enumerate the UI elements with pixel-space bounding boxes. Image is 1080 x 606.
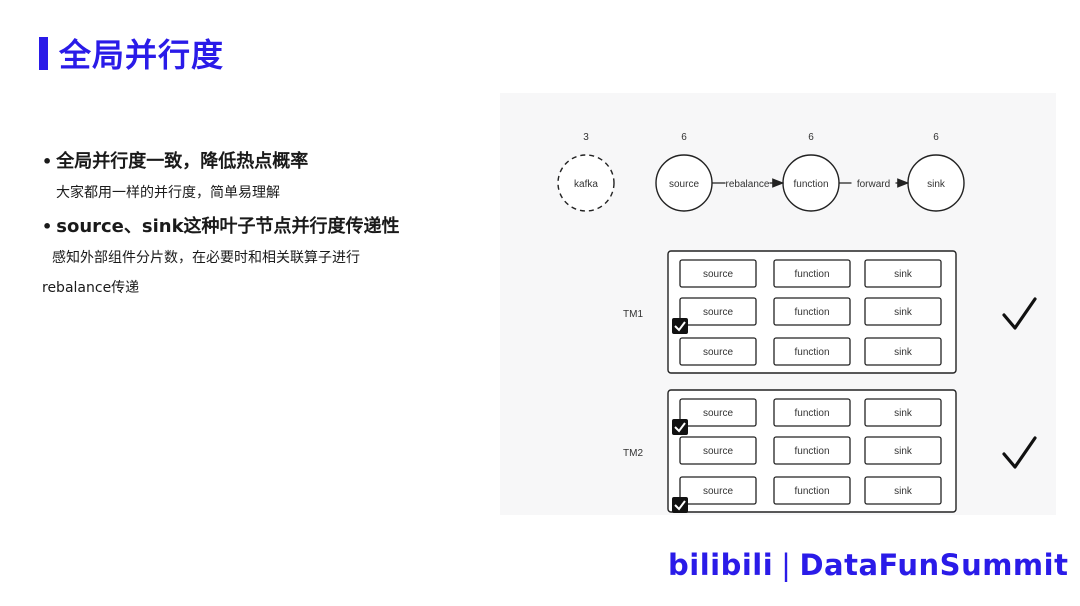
diagram-canvas: 3 kafka 6 source 6 function 6 sink rebalance forw… (557, 132, 1037, 513)
slot-function (773, 297, 851, 326)
bullet-dot: • (42, 217, 53, 236)
bullet-2-sub-2: rebalance传递 (42, 280, 140, 296)
node-label-kafka: kafka (574, 179, 598, 190)
slot-label-sink: sink (894, 269, 913, 280)
node-parallelism-sink: 6 (933, 132, 939, 143)
slot-sink (864, 259, 942, 288)
slot-source (679, 297, 757, 326)
slot-function (773, 259, 851, 288)
bullet-1-sub-1: 大家都用一样的并行度，简单易理解 (56, 185, 280, 201)
slot-source (679, 436, 757, 465)
slot-label-function: function (794, 347, 829, 358)
slot-label-source: source (703, 486, 733, 497)
slot-sink (864, 337, 942, 366)
bullet-1-heading: 全局并行度一致，降低热点概率 (56, 151, 309, 172)
slot-label-source: source (703, 307, 733, 318)
slot-sink (864, 398, 942, 427)
check-icon (674, 321, 686, 332)
checkbox-checked (672, 419, 688, 435)
slot-function (773, 337, 851, 366)
brand-separator: | (781, 548, 792, 582)
node-kafka (557, 154, 615, 212)
node-parallelism-kafka: 3 (583, 132, 589, 143)
checkbox-checked (672, 497, 688, 513)
slot-source (679, 259, 757, 288)
slot-label-function: function (794, 486, 829, 497)
slot-function (773, 476, 851, 505)
bullet-2: •source、sink这种叶子节点并行度传递性 (42, 212, 400, 238)
slot-sink (864, 476, 942, 505)
edge-label-rebalance: rebalance (726, 179, 770, 190)
slot-label-function: function (794, 446, 829, 457)
check-icon (674, 500, 686, 511)
edge-label-bg (851, 176, 896, 189)
edge-label-forward: forward (857, 179, 890, 190)
node-label-sink: sink (927, 179, 946, 190)
slot-source (679, 476, 757, 505)
slot-label-source: source (703, 446, 733, 457)
bilibili-logo: bilibili (668, 548, 774, 582)
status-check-icon (1002, 297, 1037, 330)
slot-label-sink: sink (894, 347, 913, 358)
node-parallelism-source: 6 (681, 132, 687, 143)
slot-label-source: source (703, 269, 733, 280)
bullet-2-sub-1: 感知外部组件分片数，在必要时和相关联算子进行 (52, 250, 360, 266)
node-label-source: source (669, 179, 699, 190)
slot-label-sink: sink (894, 307, 913, 318)
status-check-icon (1002, 436, 1037, 469)
node-label-function: function (793, 179, 828, 190)
tm-label: TM1 (623, 309, 643, 320)
bullet-dot: • (42, 152, 53, 171)
slot-label-sink: sink (894, 486, 913, 497)
page-title: 全局并行度 (59, 36, 225, 74)
slot-label-sink: sink (894, 408, 913, 419)
slot-sink (864, 297, 942, 326)
edge-label-bg (725, 176, 770, 189)
slot-label-function: function (794, 307, 829, 318)
slot-label-source: source (703, 347, 733, 358)
check-icon (674, 422, 686, 433)
tm-label: TM2 (623, 448, 643, 459)
title-accent-bar (39, 37, 48, 70)
footer-brand: bilibili|DataFunSummit (668, 548, 1068, 582)
slot-function (773, 436, 851, 465)
slot-source (679, 337, 757, 366)
bullet-1: •全局并行度一致，降低热点概率 (42, 147, 308, 173)
slot-function (773, 398, 851, 427)
slot-label-sink: sink (894, 446, 913, 457)
slot-label-function: function (794, 269, 829, 280)
slot-sink (864, 436, 942, 465)
datafun-logo: DataFunSummit (799, 548, 1069, 582)
slot-source (679, 398, 757, 427)
slot-label-function: function (794, 408, 829, 419)
checkbox-checked (672, 318, 688, 334)
node-parallelism-function: 6 (808, 132, 814, 143)
parallelism-diagram: 3 kafka 6 source 6 function 6 sink rebalance forw… (500, 93, 1056, 515)
slot-label-source: source (703, 408, 733, 419)
bullet-2-heading: source、sink这种叶子节点并行度传递性 (56, 216, 400, 237)
